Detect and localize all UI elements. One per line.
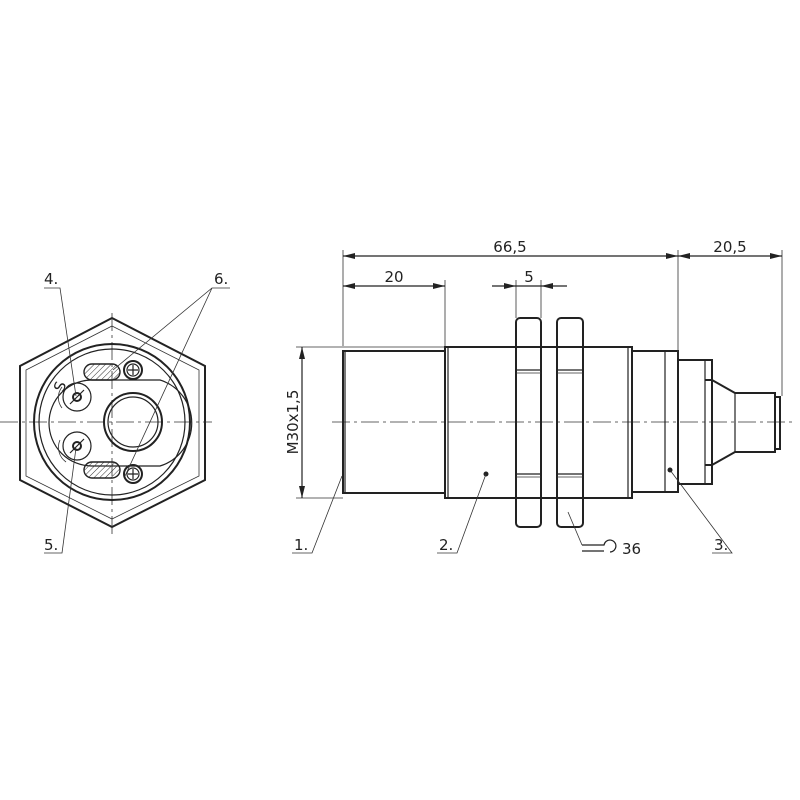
nut-2 — [556, 317, 584, 528]
housing-ring — [33, 343, 191, 501]
dim-connector-length: 20,5 — [713, 238, 746, 256]
dimension-lines — [296, 250, 783, 499]
callout-3: 3. — [714, 536, 728, 554]
dim-thread-length: 20 — [384, 268, 403, 286]
hatched-slot-top — [83, 363, 121, 381]
sensitivity-mark: S — [50, 379, 70, 394]
connector-bracket — [677, 359, 713, 485]
leader-wrench — [567, 511, 583, 546]
side-view: 66,5 20,5 20 5 M30x1,5 1. 2. 3. 36 — [284, 238, 792, 558]
leader-1 — [292, 475, 343, 554]
center-bore — [103, 392, 163, 452]
screw-icon — [123, 360, 143, 380]
leader-5 — [44, 447, 77, 554]
m12-connector — [705, 379, 776, 466]
callout-5: 5. — [44, 536, 58, 554]
potentiometer-5 — [58, 431, 92, 463]
callout-1: 1. — [294, 536, 308, 554]
screw-icon — [123, 464, 143, 484]
dim-overall-length: 66,5 — [493, 238, 526, 256]
leader-4 — [44, 287, 77, 397]
potentiometer-4 — [58, 382, 92, 412]
dim-nut-thickness: 5 — [524, 268, 534, 286]
dim-thread-size: M30x1,5 — [284, 390, 302, 455]
callout-6: 6. — [214, 270, 228, 288]
leader-6 — [112, 287, 230, 477]
nut-1 — [515, 317, 542, 528]
callout-4: 4. — [44, 270, 58, 288]
leader-2 — [437, 473, 487, 554]
connector-cap — [774, 396, 781, 450]
callout-2: 2. — [439, 536, 453, 554]
wrench-size: 36 — [622, 540, 641, 558]
leader-3 — [669, 469, 733, 554]
front-view: S 4. 5. 6. — [0, 270, 230, 554]
hatched-slot-bottom — [83, 461, 121, 479]
wrench-icon — [582, 539, 617, 553]
